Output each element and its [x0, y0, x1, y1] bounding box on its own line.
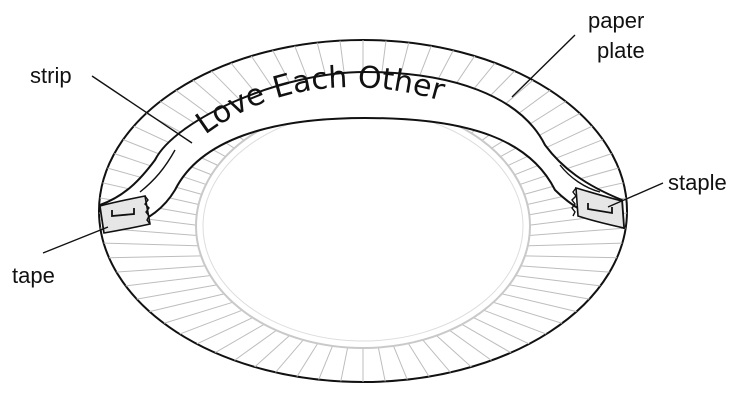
plate-ridge-line	[165, 307, 250, 339]
plate-ridge-line	[518, 256, 634, 258]
plate-ridge-line	[93, 256, 209, 258]
label-strip: strip	[30, 63, 72, 88]
paper-strip	[100, 72, 624, 232]
plate-ridge-line	[183, 314, 260, 350]
plate-ridge-line	[476, 307, 561, 339]
plate-ridge-line	[455, 320, 524, 360]
plate-inner-well	[196, 104, 530, 348]
plate-ridge-line	[202, 320, 271, 360]
plate-ridge-line	[245, 330, 296, 376]
paper-plate-leader	[512, 35, 575, 97]
plate-ridge-line	[100, 265, 213, 273]
plate-ridge-line	[443, 326, 503, 369]
label-staple: staple	[668, 170, 727, 195]
strip-leader	[92, 76, 192, 143]
staple-leader	[608, 183, 663, 207]
plate-ridge-line	[149, 300, 241, 328]
plate-ridge-line	[466, 314, 543, 350]
label-plate: plate	[597, 38, 645, 63]
plate-ridge-line	[486, 300, 578, 328]
tape-leader	[43, 227, 108, 253]
plate-ridge-line	[223, 326, 283, 369]
label-tape: tape	[12, 263, 55, 288]
label-paper: paper	[588, 8, 644, 33]
plate-ridge-line	[513, 265, 626, 273]
plate-ridge-line	[431, 330, 482, 376]
plate-inner-well-edge	[203, 111, 523, 341]
